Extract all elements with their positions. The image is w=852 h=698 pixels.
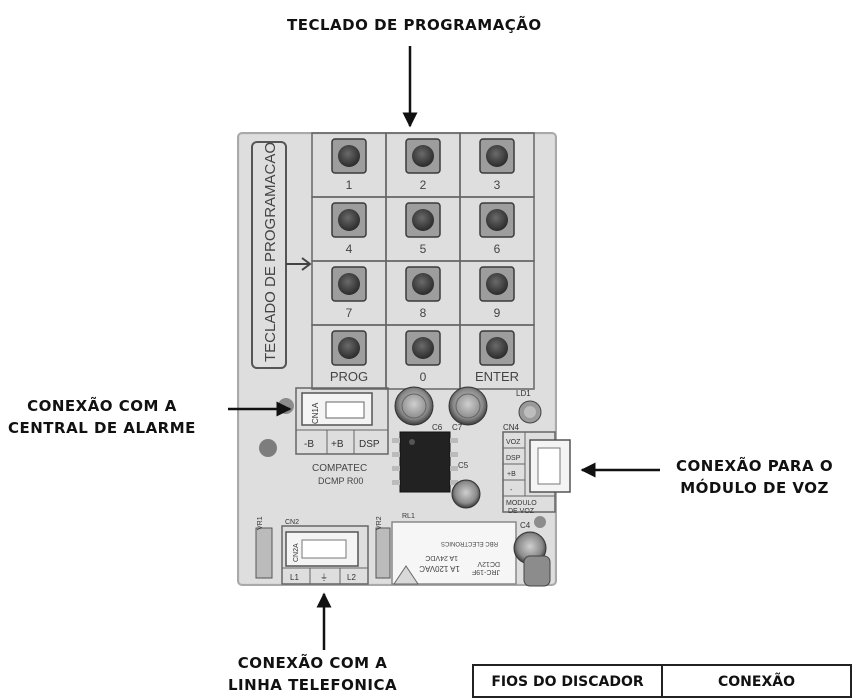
alarm-callout-line2: CENTRAL DE ALARME (8, 419, 196, 437)
vr2-label: VR2 (376, 516, 383, 530)
phone-callout-line1: CONEXÃO COM A (237, 654, 388, 672)
brand-line2: DCMP R00 (318, 476, 363, 486)
mounting-hole (278, 398, 294, 414)
voice-module-label: MODULO (506, 500, 537, 507)
phone-pin-label: ⏚ (320, 573, 328, 582)
alarm-connector: CN1A -B +B DSP (295, 387, 389, 455)
keypad-key-label: 7 (346, 306, 353, 320)
voice-pin-label: VOZ (506, 439, 521, 446)
keypad-key: 3 (459, 132, 535, 198)
voice-module-callout: CONEXÃO PARA O MÓDULO DE VOZ (676, 455, 833, 499)
side-label-text: TECLADO DE PROGRAMACAO (262, 142, 279, 362)
phone-callout-line2: LINHA TELEFONICA (228, 676, 398, 694)
phone-connector-label: CN2 (285, 519, 299, 526)
voice-connector-label: CN4 (503, 423, 520, 432)
voice-callout-line2: MÓDULO DE VOZ (680, 479, 829, 497)
table-divider (474, 696, 850, 698)
voice-pin-label: - (510, 487, 513, 494)
voice-module-label: DE VOZ (508, 508, 535, 515)
keypad-key: 7 (311, 260, 387, 326)
alarm-pin-label: -B (304, 439, 314, 450)
capacitor-c7 (448, 386, 488, 426)
vr1-label: VR1 (257, 516, 264, 530)
keypad-key-label: 5 (420, 242, 427, 256)
relay-text: DC12V (477, 560, 500, 567)
relay-text: 1A 120VAC (419, 564, 460, 573)
relay-text: JRC-19F (472, 568, 500, 575)
alarm-callout-line1: CONEXÃO COM A (27, 397, 177, 415)
keypad-key-label: 2 (420, 178, 427, 192)
voice-pin-label: DSP (506, 455, 521, 462)
keypad-key-label: PROG (330, 369, 368, 384)
phone-connector-inner-label: CN2A (293, 543, 300, 562)
mounting-hole (259, 439, 277, 457)
relay-brand: RBC ELECTRONICS (441, 540, 498, 546)
keypad-key: PROG (311, 324, 387, 390)
table-header-conexao: CONEXÃO (661, 666, 850, 698)
alarm-connector-label: CN1A (311, 402, 320, 424)
phone-pin-label: L1 (290, 573, 299, 582)
led-label: LD1 (516, 389, 531, 398)
keypad-key-label: 4 (346, 242, 353, 256)
keypad-key-label: 3 (494, 178, 501, 192)
relay-text: 1A 24VDC (425, 554, 458, 561)
alarm-pin-label: DSP (359, 439, 380, 450)
ic-chip (392, 431, 458, 493)
relay-label: RL1 (402, 513, 415, 520)
keypad-callout: TECLADO DE PROGRAMAÇÃO (287, 16, 542, 34)
phone-connector: VR1 CN2 CN2A L1 ⏚ L2 VR2 (255, 516, 391, 585)
capacitor-c5 (451, 479, 481, 509)
keypad-key-label: 9 (494, 306, 501, 320)
keypad-key-label: 0 (420, 370, 427, 384)
keypad-key: 0 (385, 324, 461, 390)
brand-line1: COMPATEC (312, 463, 367, 474)
keypad-key: 4 (311, 196, 387, 262)
capacitor-c4 (513, 531, 551, 587)
voice-connector: CN4 VOZ DSP +B - MODULO DE VOZ (502, 423, 571, 515)
alarm-pin-label: +B (331, 439, 344, 450)
keypad-key-label: ENTER (475, 369, 519, 384)
capacitor-c5-label: C5 (458, 461, 469, 470)
voice-callout-line1: CONEXÃO PARA O (676, 457, 834, 475)
keypad-key: 2 (385, 132, 461, 198)
relay-rl1: RL1 JRC-19F DC12V 1A 120VAC 1A 24VDC RBC… (391, 513, 517, 585)
keypad-key: 6 (459, 196, 535, 262)
capacitor-c6 (394, 386, 434, 426)
mounting-hole (534, 516, 546, 528)
keypad-key: ENTER (459, 324, 535, 390)
phone-line-callout: CONEXÃO COM A LINHA TELEFONICA (228, 652, 397, 696)
phone-pin-label: L2 (347, 573, 356, 582)
capacitor-c6-label: C6 (432, 423, 443, 432)
keypad-key-label: 8 (420, 306, 427, 320)
wiring-table: FIOS DO DISCADOR CONEXÃO (472, 664, 852, 698)
keypad-key: 9 (459, 260, 535, 326)
side-label-box (251, 141, 287, 369)
capacitor-c4-label: C4 (520, 521, 531, 530)
voice-pin-label: +B (507, 471, 516, 478)
alarm-connection-callout: CONEXÃO COM A CENTRAL DE ALARME (8, 395, 196, 439)
keypad-key: 1 (311, 132, 387, 198)
keypad-key-label: 6 (494, 242, 501, 256)
table-header-fios: FIOS DO DISCADOR (491, 674, 644, 690)
capacitor-c7-label: C7 (452, 423, 463, 432)
keypad-key-label: 1 (346, 178, 353, 192)
